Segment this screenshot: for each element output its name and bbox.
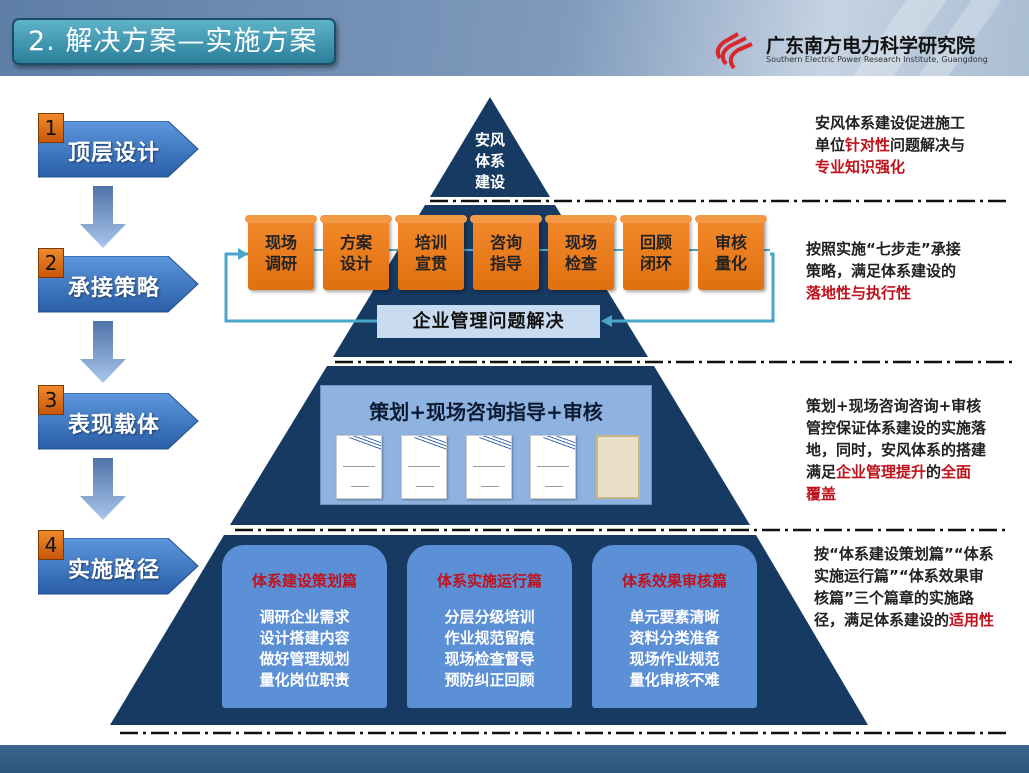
- step-box-line: 审核: [714, 233, 747, 252]
- desc-tier-1: 安风体系建设促进施工单位针对性问题解决与专业知识强化: [815, 112, 975, 178]
- step-number: 3: [38, 385, 64, 415]
- card-item: 量化审核不难: [629, 671, 720, 689]
- step-number: 1: [38, 113, 64, 143]
- highlight-text: 落地性与执行性: [806, 284, 912, 302]
- document-thumbnail: [530, 435, 576, 499]
- desc-text: 的: [926, 463, 942, 481]
- highlight-text: 专业知识强化: [815, 158, 906, 176]
- highlight-text: 全面覆盖: [806, 463, 972, 503]
- card-item: 调研企业需求: [259, 608, 350, 626]
- card-item: 预防纠正回顾: [444, 671, 535, 689]
- company-logo-icon: [715, 32, 753, 70]
- step-4: 4 实施路径: [38, 530, 199, 595]
- document-thumbnail: [401, 435, 447, 499]
- org-name-en: Southern Electric Power Research Institu…: [766, 55, 988, 64]
- step-box-line: 量化: [714, 254, 747, 273]
- problem-solving-box: 企业管理问题解决: [377, 305, 600, 338]
- desc-tier-2: 按照实施“七步走”承接策略，满足体系建设的落地性与执行性: [806, 238, 971, 304]
- panel-title: 策划+现场咨询指导+审核: [369, 400, 603, 424]
- step-box-line: 宣贯: [414, 254, 447, 273]
- desc-text: 按“体系建设策划篇”“体系实施运行篇”“体系效果审核篇”三个篇章的实施路径，满足…: [814, 545, 994, 629]
- step-1: 1 顶层设计: [38, 113, 199, 178]
- down-arrow-icon: [80, 321, 126, 385]
- certificate-thumbnail: [596, 435, 640, 499]
- step-box: 培训宣贯: [395, 215, 467, 290]
- card-item: 量化岗位职责: [259, 671, 350, 689]
- step-box-line: 培训: [414, 233, 447, 252]
- tier1-line: 建设: [474, 173, 505, 191]
- step-label: 实施路径: [68, 558, 161, 583]
- card-item: 资料分类准备: [629, 629, 720, 647]
- card-title: 体系建设策划篇: [251, 572, 357, 590]
- org-name-cn: 广东南方电力科学研究院: [766, 35, 976, 57]
- step-2: 2 承接策略: [38, 248, 199, 313]
- highlight-text: 企业管理提升: [836, 463, 927, 481]
- tier1-line: 安风: [474, 131, 505, 149]
- step-box-line: 调研: [264, 254, 297, 273]
- step-box: 现场检查: [545, 215, 617, 290]
- step-3: 3 表现载体: [38, 385, 199, 450]
- highlight-text: 适用性: [949, 611, 995, 629]
- tier1-line: 体系: [474, 152, 505, 170]
- chapter-card: 体系实施运行篇分层分级培训作业规范留痕现场检查督导预防纠正回顾: [407, 545, 572, 708]
- step-box-line: 指导: [489, 254, 522, 273]
- step-box-line: 咨询: [489, 233, 522, 252]
- card-item: 做好管理规划: [259, 650, 350, 668]
- step-box: 咨询指导: [470, 215, 542, 290]
- document-thumbnail: [466, 435, 512, 499]
- slide-title: 2. 解决方案—实施方案: [12, 18, 336, 65]
- card-item: 作业规范留痕: [444, 629, 535, 647]
- document-thumbnail: [336, 435, 382, 499]
- card-item: 单元要素清晰: [629, 608, 720, 626]
- arrow-head-icon: [238, 248, 248, 260]
- step-box-line: 检查: [564, 254, 597, 273]
- chapter-card: 体系效果审核篇单元要素清晰资料分类准备现场作业规范量化审核不难: [592, 545, 757, 708]
- highlight-text: 针对性: [845, 136, 891, 154]
- desc-text: 问题解决与: [890, 136, 966, 154]
- step-box-line: 现场: [264, 233, 297, 252]
- step-number: 4: [38, 530, 64, 560]
- step-box-line: 方案: [339, 233, 372, 252]
- desc-tier-3: 策划+现场咨询咨询+审核管控保证体系建设的实施落地，同时，安风体系的搭建满足企业…: [806, 395, 986, 505]
- pyramid-tier-1: [430, 97, 550, 197]
- step-box: 方案设计: [320, 215, 392, 290]
- slide-footer: [0, 745, 1029, 773]
- step-box-line: 现场: [564, 233, 597, 252]
- chapter-card: 体系建设策划篇调研企业需求设计搭建内容做好管理规划量化岗位职责: [222, 545, 387, 708]
- card-item: 现场作业规范: [629, 650, 720, 668]
- step-box-line: 回顾: [639, 233, 672, 252]
- step-box-line: 闭环: [639, 254, 672, 273]
- card-item: 现场检查督导: [444, 650, 535, 668]
- step-box-line: 设计: [339, 254, 372, 273]
- deliverables-panel: 策划+现场咨询指导+审核: [320, 385, 652, 505]
- step-label: 顶层设计: [68, 141, 161, 166]
- card-item: 分层分级培训: [444, 608, 535, 626]
- desc-text: 按照实施“七步走”承接策略，满足体系建设的: [806, 240, 961, 280]
- step-label: 表现载体: [68, 413, 161, 438]
- down-arrow-icon: [80, 186, 126, 250]
- desc-text: 策划+现场咨询咨询+审核管控保证体系建设的实施落地，同时，安风体系的搭建满足: [806, 397, 987, 481]
- down-arrow-icon: [80, 458, 126, 522]
- card-title: 体系效果审核篇: [621, 572, 727, 590]
- card-item: 设计搭建内容: [259, 629, 350, 647]
- step-box: 审核量化: [695, 215, 767, 290]
- tier1-label: 安风 体系 建设: [460, 130, 520, 193]
- step-label: 承接策略: [68, 276, 161, 301]
- step-box: 回顾闭环: [620, 215, 692, 290]
- step-number: 2: [38, 248, 64, 278]
- step-box: 现场调研: [245, 215, 317, 290]
- arrow-head-icon: [601, 315, 612, 327]
- desc-tier-4: 按“体系建设策划篇”“体系实施运行篇”“体系效果审核篇”三个篇章的实施路径，满足…: [814, 543, 998, 631]
- desc-text: 安风体系建设促进施工单位: [815, 114, 966, 154]
- card-title: 体系实施运行篇: [436, 572, 542, 590]
